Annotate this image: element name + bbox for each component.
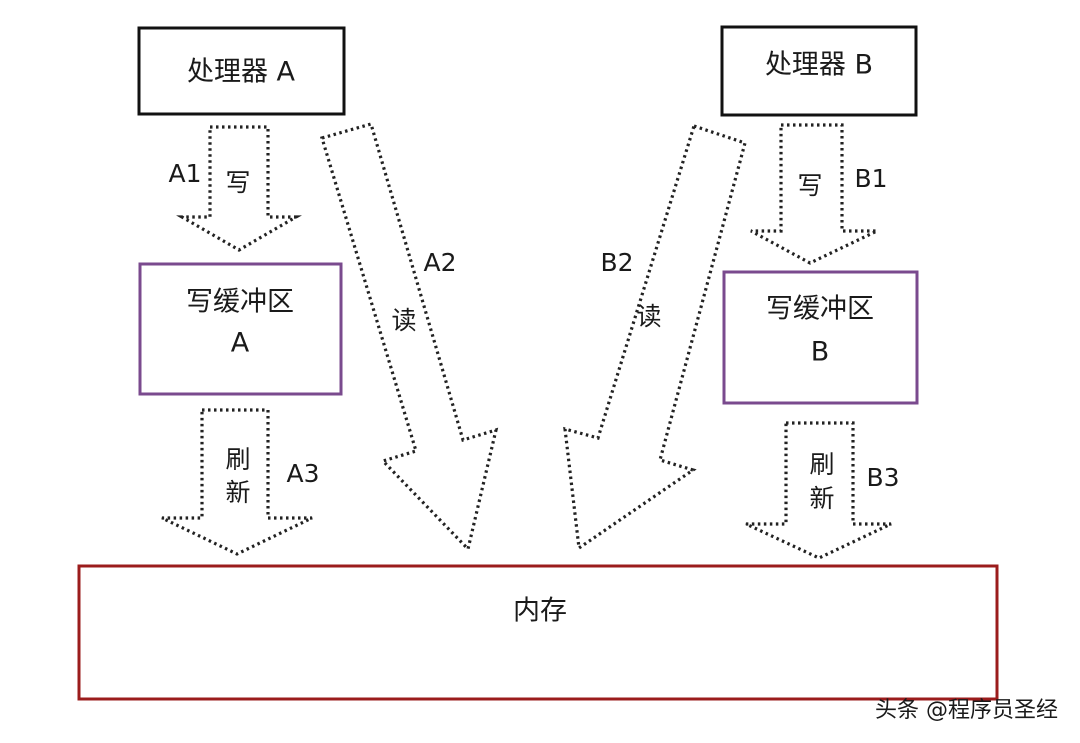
- write-buffer-a-id: A: [231, 328, 250, 359]
- write-buffer-b-id: B: [811, 337, 830, 368]
- arrow-a3-action-line2: 新: [225, 478, 250, 507]
- arrow-a3-shape: [161, 408, 313, 556]
- write-buffer-a-box: [138, 262, 343, 396]
- processor-a-label: 处理器 A: [187, 57, 296, 88]
- arrow-b2-shape: [563, 123, 747, 551]
- write-buffer-b-box: [722, 270, 919, 405]
- processor-b-label: 处理器 B: [765, 50, 873, 81]
- watermark-text: 头条 @程序员圣经: [875, 698, 1058, 723]
- processor-a-box: [137, 26, 346, 116]
- memory-label: 内存: [513, 596, 567, 627]
- memory: 内存: [77, 564, 999, 701]
- arrow-a1-id: A1: [168, 159, 201, 188]
- arrow-a3-flush: 刷 新 A3: [161, 408, 320, 556]
- arrow-b3-id: B3: [866, 463, 899, 492]
- arrow-b3-action-line2: 新: [809, 484, 834, 513]
- arrow-b1-write: 写 B1: [750, 123, 888, 265]
- arrow-a3-id: A3: [286, 459, 319, 488]
- memory-box: [77, 564, 999, 701]
- arrow-b2-id: B2: [600, 248, 633, 277]
- arrow-b2-action: 读: [636, 302, 661, 331]
- arrow-a2-read: 读 A2: [320, 122, 499, 553]
- arrow-a2-id: A2: [423, 248, 456, 277]
- arrow-a3-action-line1: 刷: [225, 445, 250, 474]
- arrow-a1-shape: [176, 125, 302, 252]
- processor-b: 处理器 B: [720, 25, 918, 117]
- arrow-a1-action: 写: [225, 168, 250, 197]
- processor-a: 处理器 A: [137, 26, 346, 116]
- arrow-b3-action-line1: 刷: [809, 450, 834, 479]
- write-buffer-a: 写缓冲区 A: [138, 262, 343, 396]
- arrow-a2-shape: [320, 122, 499, 553]
- arrow-b1-id: B1: [854, 164, 887, 193]
- processor-b-box: [720, 25, 918, 117]
- arrow-b2-read: 读 B2: [563, 123, 747, 551]
- arrow-b3-flush: 刷 新 B3: [745, 421, 900, 560]
- arrow-a2-action: 读: [391, 306, 416, 335]
- write-buffer-b: 写缓冲区 B: [722, 270, 919, 405]
- arrow-a1-write: 写 A1: [168, 125, 302, 252]
- arrow-b1-action: 写: [797, 171, 822, 200]
- write-buffer-a-title: 写缓冲区: [186, 287, 294, 318]
- arrow-b1-shape: [750, 123, 878, 265]
- write-buffer-b-title: 写缓冲区: [766, 294, 874, 325]
